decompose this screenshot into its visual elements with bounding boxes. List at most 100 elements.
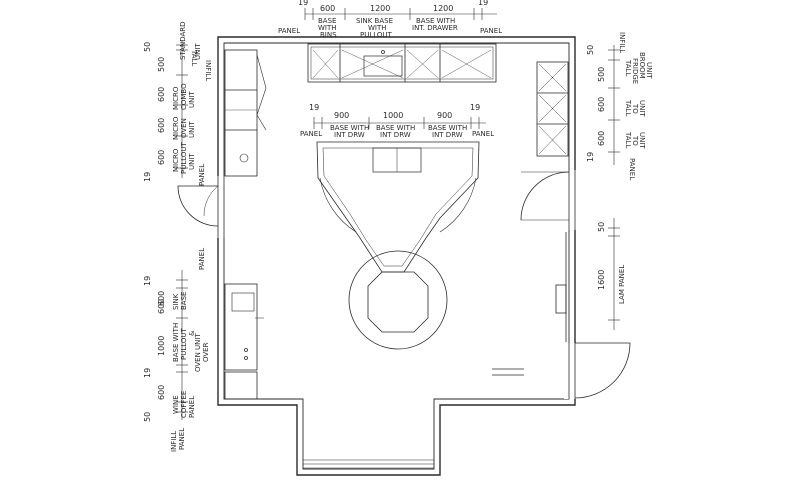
label-ll-pullout-1: BASE WITH — [172, 323, 180, 362]
dim-ll-600c: 600 — [157, 385, 166, 400]
label-micro-combo-3: UNIT — [188, 91, 196, 108]
left-lower-cabinets — [224, 283, 264, 400]
label-tall-standard-1: TALL — [190, 49, 198, 66]
dim-ll-19b: 19 — [143, 368, 152, 378]
label-tall-unit2-1: TALL — [624, 99, 632, 116]
label-tall-unit3-3: UNIT — [638, 132, 646, 149]
label-ll-panel-bottom: PANEL — [188, 396, 196, 418]
label-ll-oven-1: OVEN UNIT — [194, 333, 202, 372]
label-ll-sink-1: SINK — [172, 293, 180, 310]
right-upper-cabinets — [536, 61, 569, 157]
dim-island-900a: 900 — [334, 111, 349, 120]
label-micro-pullout-2: PULLOUT — [180, 141, 188, 174]
dim-island-1000: 1000 — [383, 111, 403, 120]
label-island-drw1-b: INT DRW — [334, 131, 365, 139]
label-right-infill: INFILL — [618, 32, 626, 53]
dim-ll-19a: 19 — [143, 276, 152, 286]
label-micro-combo-2: COMBO — [180, 83, 188, 110]
dim-rl-1600: 1600 — [597, 270, 606, 290]
label-right-upper-panel: PANEL — [628, 158, 636, 180]
label-base-bins-3: BINS — [320, 31, 337, 39]
dim-left-600a: 600 — [157, 87, 166, 102]
label-sink-base-2: WITH — [368, 24, 387, 32]
dim-top-19b: 19 — [478, 0, 488, 7]
label-island-drw3-b: INT DRW — [432, 131, 463, 139]
label-island-panel-left: PANEL — [300, 130, 322, 138]
right-lower-annotations: 50 1600 LAM PANEL — [597, 222, 626, 304]
left-upper-annotations: 50 500 600 600 600 19 INFILL TALL STANDA… — [143, 21, 212, 186]
label-tall-standard-2: STANDARD — [179, 21, 187, 60]
left-lower-annotations: PANEL 19 600 600 1000 19 600 50 SINK BAS… — [143, 248, 210, 452]
label-top-panel-right: PANEL — [480, 27, 502, 35]
dim-top-19a: 19 — [298, 0, 308, 7]
dim-left-600b: 600 — [157, 118, 166, 133]
dim-ll-600b: 600 — [157, 299, 166, 314]
label-top-panel-left: PANEL — [278, 27, 300, 35]
label-base-bins-2: WITH — [318, 24, 337, 32]
label-ll-panel-bottom2: PANEL — [178, 428, 186, 450]
label-ll-oven-2: OVER — [202, 342, 210, 362]
label-tall-unit3-1: TALL — [624, 131, 632, 148]
label-base-drawer-1: BASE WITH — [416, 17, 455, 25]
label-tall-unit3-2: TO — [631, 135, 639, 146]
label-ll-wine: WINE — [172, 395, 180, 414]
label-micro-oven-1: MICRO — [172, 116, 180, 140]
label-tall-standard-3: UNIT — [194, 43, 202, 60]
dim-right-500: 500 — [597, 67, 606, 82]
dim-rl-50: 50 — [597, 222, 606, 232]
dim-left-500: 500 — [157, 57, 166, 72]
top-wall-annotations: 19 600 1200 1200 19 PANEL BASE WITH BINS… — [278, 0, 502, 39]
label-tall-fridge-4: UNIT — [645, 62, 653, 79]
label-tall-unit2-2: TO — [631, 103, 639, 114]
label-ll-pullout-2: PULLOUT — [180, 327, 188, 360]
dim-island-19b: 19 — [470, 103, 480, 112]
dimension-lines — [176, 8, 620, 420]
dim-left-50: 50 — [143, 42, 152, 52]
label-tall-fridge-2: FRIDGE — [631, 58, 639, 84]
dim-ll-1000: 1000 — [157, 336, 166, 356]
dim-ll-50: 50 — [143, 412, 152, 422]
label-left-infill: INFILL — [204, 60, 212, 81]
dim-island-19a: 19 — [309, 103, 319, 112]
label-micro-oven-2: OVEN — [180, 118, 188, 138]
label-tall-fridge-1: TALL — [624, 59, 632, 76]
dim-right-600a: 600 — [597, 97, 606, 112]
label-base-bins-1: BASE — [318, 17, 336, 25]
label-rl-lam-panel: LAM PANEL — [618, 265, 626, 304]
dim-right-600b: 600 — [597, 131, 606, 146]
right-lam-panel — [555, 232, 567, 342]
label-base-drawer-2: INT. DRAWER — [412, 24, 458, 32]
label-micro-pullout-1: MICRO — [172, 148, 180, 172]
dim-island-900b: 900 — [437, 111, 452, 120]
dim-right-50: 50 — [586, 45, 595, 55]
label-micro-pullout-3: UNIT — [188, 153, 196, 170]
label-tall-fridge-3: BROOM — [638, 52, 646, 79]
doors — [177, 170, 631, 399]
dim-ll-600a: 600 — [157, 291, 166, 306]
label-ll-pullout-3: & — [188, 330, 196, 336]
island-annotations: 19 900 1000 900 19 PANEL BASE WITH INT D… — [300, 103, 494, 139]
right-upper-annotations: INFILL 50 500 600 600 19 TALL FRIDGE BRO… — [586, 32, 653, 180]
label-island-drw1-a: BASE WITH — [330, 124, 369, 132]
label-ll-sink-2: BASE — [180, 292, 188, 310]
label-tall-unit2-3: UNIT — [638, 100, 646, 117]
room-walls — [217, 36, 576, 476]
dim-top-600: 600 — [320, 4, 335, 13]
label-micro-oven-3: UNIT — [188, 121, 196, 138]
dim-top-1200a: 1200 — [370, 4, 390, 13]
kitchen-island — [316, 141, 524, 376]
label-sink-base-3: PULLOUT — [360, 31, 393, 39]
dim-right-19: 19 — [586, 152, 595, 162]
label-island-drw3-a: BASE WITH — [428, 124, 467, 132]
label-left-upper-panel: PANEL — [198, 164, 206, 186]
label-left-lower-panel-top: PANEL — [198, 248, 206, 270]
label-island-panel-right: PANEL — [472, 130, 494, 138]
dim-top-1200b: 1200 — [433, 4, 453, 13]
label-island-drw2-b: INT DRW — [380, 131, 411, 139]
label-sink-base-1: SINK BASE — [356, 17, 393, 25]
dim-left-19: 19 — [143, 172, 152, 182]
top-wall-cabinets — [307, 43, 497, 83]
left-upper-cabinets — [224, 49, 267, 177]
label-ll-coffee: COFFEE — [180, 391, 188, 418]
